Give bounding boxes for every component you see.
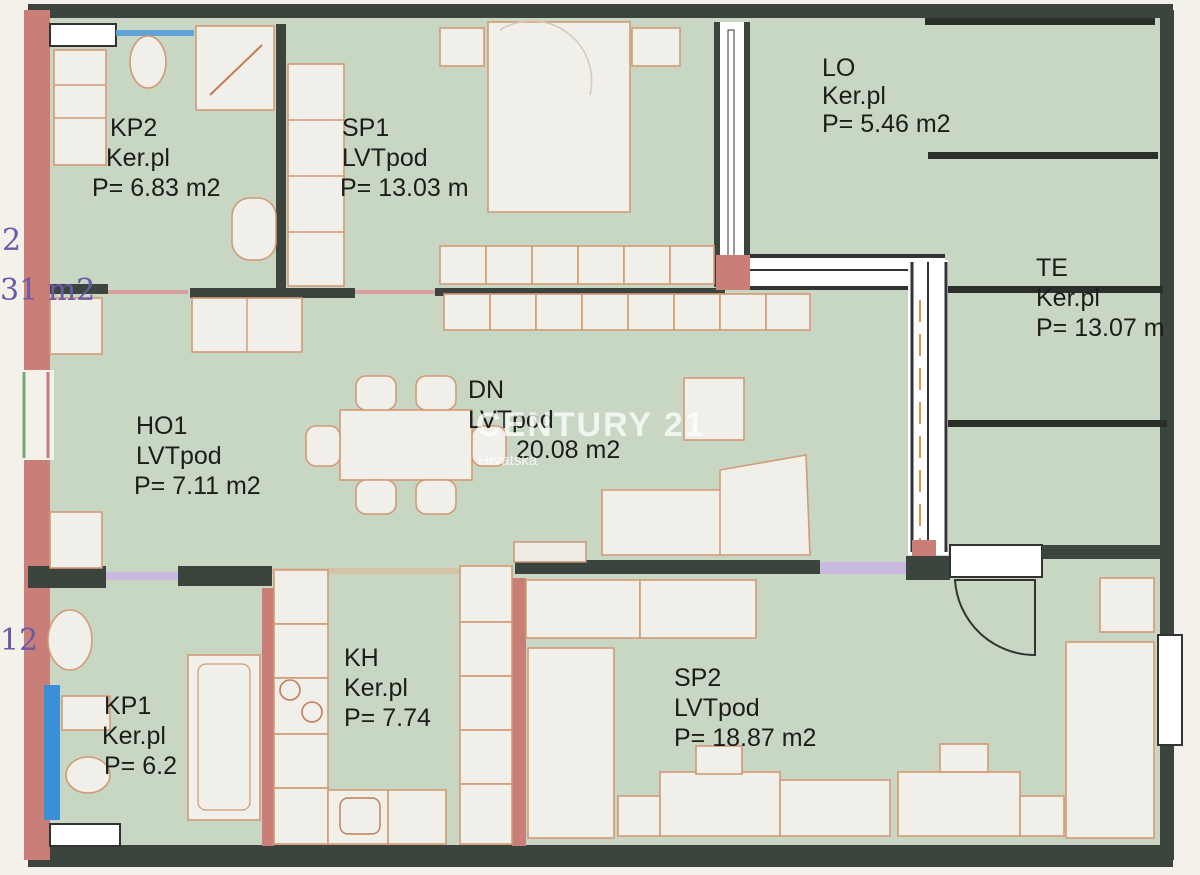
ho1-shelf-bottom — [49, 511, 103, 569]
wall-kp2-sp1 — [276, 24, 286, 290]
door-kp1 — [106, 572, 178, 580]
sp1-bed — [487, 21, 631, 213]
kh-counter-right — [459, 565, 513, 845]
sp2-bed — [1065, 641, 1155, 839]
kp1-toilet-icon — [47, 609, 93, 671]
sp1-floor: LVTpod — [342, 144, 428, 172]
wall-sp1-lo-edge-b — [744, 22, 750, 287]
ho1-area: P= 7.11 m2 — [134, 472, 261, 500]
kp1-bathtub — [187, 654, 261, 821]
watermark-region: Hrvatska — [478, 452, 538, 469]
sp1-wardrobe — [287, 63, 345, 287]
ho1-floor: LVTpod — [136, 442, 222, 470]
kh-opening — [272, 568, 512, 574]
wall-corner-brick — [716, 255, 750, 290]
te-name: TE — [1036, 254, 1068, 282]
wall-mid-a — [28, 566, 106, 588]
dn-area: 20.08 m2 — [516, 436, 620, 464]
kp1-area: P= 6.2 — [104, 752, 177, 780]
sp2-wardrobe — [527, 647, 615, 839]
sp2-desk-b — [639, 579, 757, 639]
watermark-brand: CENTURY 21 — [476, 406, 706, 444]
kp2-shower — [195, 25, 275, 111]
rail-lo-top — [925, 18, 1155, 25]
kp2-toilet-icon — [129, 35, 167, 89]
rail-te-top — [945, 286, 1163, 293]
kp1-name: KP1 — [104, 692, 151, 720]
kp2-name: KP2 — [110, 114, 157, 142]
ho1-name: HO1 — [136, 412, 187, 440]
sp1-shelf-row — [439, 245, 715, 285]
sp1-nightstand-left — [439, 27, 485, 67]
margin-mark-2: 31 m2 — [0, 273, 95, 308]
kp2-shelf — [53, 49, 107, 166]
dn-radiator — [513, 541, 587, 563]
sp2-area: P= 18.87 m2 — [674, 724, 816, 752]
sp2-floor: LVTpod — [674, 694, 760, 722]
wall-mid-d — [906, 556, 950, 580]
sp1-nightstand-right — [631, 27, 681, 67]
kh-name: KH — [344, 644, 379, 672]
kp1-sink — [65, 756, 111, 794]
door-sp2 — [820, 562, 906, 574]
door-kp2 — [108, 290, 188, 294]
outer-wall-bottom — [28, 845, 1173, 867]
kh-area: P= 7.74 — [344, 704, 431, 732]
te-floor: Ker.pl — [1036, 284, 1100, 312]
sp1-area: P= 13.03 m — [340, 174, 469, 202]
wall-mid-b — [178, 566, 272, 586]
ho1-shelf-top — [49, 297, 103, 355]
kp1-window — [49, 823, 121, 847]
dining-set — [305, 375, 507, 515]
sp2-desk-a — [525, 579, 641, 639]
wall-kp2-bottom-a — [50, 284, 108, 294]
window-top-blue — [116, 30, 194, 36]
sp2-bench — [779, 779, 891, 837]
wall-mid-c — [515, 560, 820, 574]
dn-shelf-row — [443, 293, 811, 331]
wall-kh-sp2 — [512, 578, 526, 846]
dn-armchair — [683, 377, 745, 441]
kp1-cabinet — [61, 695, 111, 731]
sp1-name: SP1 — [342, 114, 389, 142]
kh-floor: Ker.pl — [344, 674, 408, 702]
wall-sp1-bottom — [435, 288, 725, 296]
sp2-name: SP2 — [674, 664, 721, 692]
sp2-nightstand — [1099, 577, 1155, 633]
window-top-left — [49, 23, 117, 47]
wall-sp1-lo-core — [727, 29, 735, 281]
wall-kp1-kh — [262, 588, 274, 846]
wall-kp2-bottom-b — [190, 288, 355, 298]
outer-wall-top — [28, 4, 1173, 18]
margin-mark-3: 12 — [0, 623, 38, 658]
window-sp2-top — [949, 544, 1043, 578]
dn-floor: LVTpod — [468, 406, 554, 434]
wall-mid-e — [1042, 545, 1172, 559]
window-left — [44, 685, 60, 820]
kp1-floor: Ker.pl — [102, 722, 166, 750]
kitchen-sink-icon — [339, 797, 381, 835]
margin-mark-1: 2 — [2, 223, 21, 258]
kp2-sink — [231, 197, 277, 261]
door-swing-sp2 — [953, 579, 1036, 657]
dn-name: DN — [468, 376, 504, 404]
lo-name: LO — [822, 54, 855, 82]
lo-floor: Ker.pl — [822, 82, 886, 110]
sp2-dresser — [659, 771, 781, 837]
kh-counter-left — [273, 569, 329, 845]
kp2-floor: Ker.pl — [106, 144, 170, 172]
kh-counter-bottom — [327, 789, 447, 845]
wall-sp1-lo-edge-a — [714, 22, 720, 287]
rail-lo-mid — [928, 152, 1158, 159]
hob-icon — [279, 679, 301, 701]
te-area: P= 13.07 m — [1036, 314, 1165, 342]
window-sp2-right — [1157, 634, 1183, 746]
door-sp1 — [355, 290, 435, 294]
sp2-chest — [897, 771, 1021, 837]
kp2-area: P= 6.83 m2 — [92, 174, 221, 202]
lo-area: P= 5.46 m2 — [822, 110, 951, 138]
rail-te-mid — [932, 420, 1167, 427]
